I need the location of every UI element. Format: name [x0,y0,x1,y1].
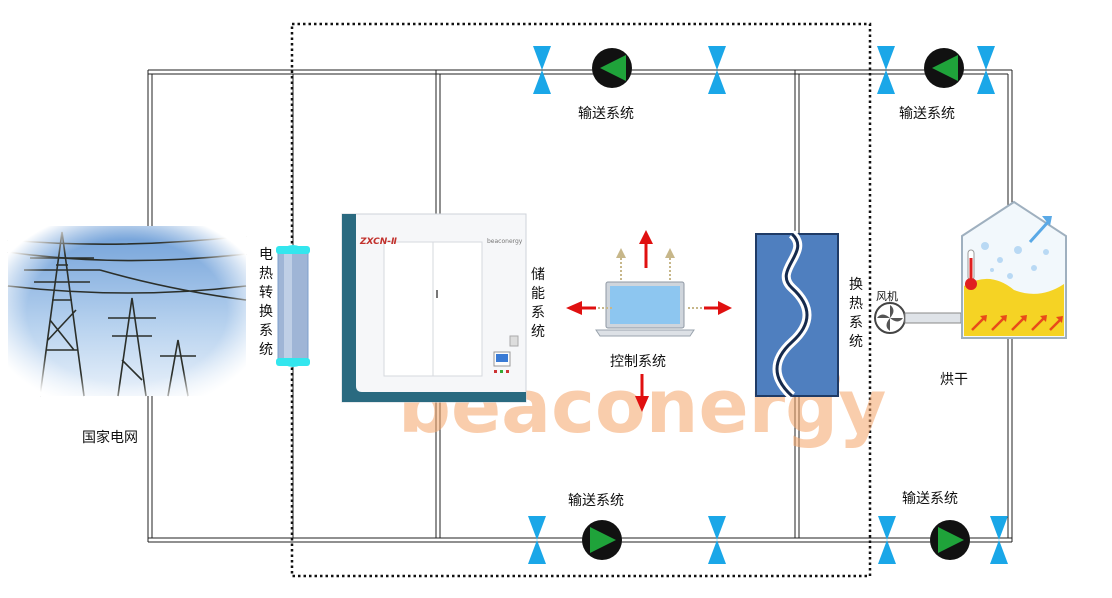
thermometer-icon [965,249,977,290]
pump-top-mid [592,48,632,88]
label-grid: 国家电网 [82,429,138,446]
label-electric-heat: 电热转换系统 [259,247,273,358]
valve-icon [533,46,551,94]
laptop-icon [595,281,695,337]
valve-icon [528,516,546,564]
drying-house [961,200,1067,339]
valve-icon [977,46,995,94]
label-storage: 储能系统 [531,267,545,340]
electric-heat-converter [276,245,310,367]
valve-icon [990,516,1008,564]
label-conveying-bottom-mid: 输送系统 [568,493,624,509]
pump-top-right [924,48,964,88]
fan-icon [874,302,962,334]
label-heat-exchange: 换热系统 [849,277,863,350]
label-fan: 风机 [876,289,898,303]
valve-icon [708,46,726,94]
label-conveying-bottom-right: 输送系统 [902,491,958,507]
heat-exchanger [755,230,839,400]
valve-icon [878,516,896,564]
system-boundary [290,22,872,578]
label-conveying-top-right: 输送系统 [899,106,955,122]
device-model: ZXCN-Ⅱ [359,237,397,247]
label-control: 控制系统 [610,354,666,370]
label-drying: 烘干 [940,372,968,388]
device-brand: beaconergy [487,238,523,245]
label-conveying-top-mid: 输送系统 [578,106,634,122]
pump-bottom-mid [582,520,622,560]
pump-bottom-right [930,520,970,560]
valve-icon [708,516,726,564]
control-arrows [566,230,732,412]
valve-icon [877,46,895,94]
storage-cabinet: ZXCN-Ⅱ beaconergy [341,213,527,403]
power-grid-photo [7,226,247,397]
